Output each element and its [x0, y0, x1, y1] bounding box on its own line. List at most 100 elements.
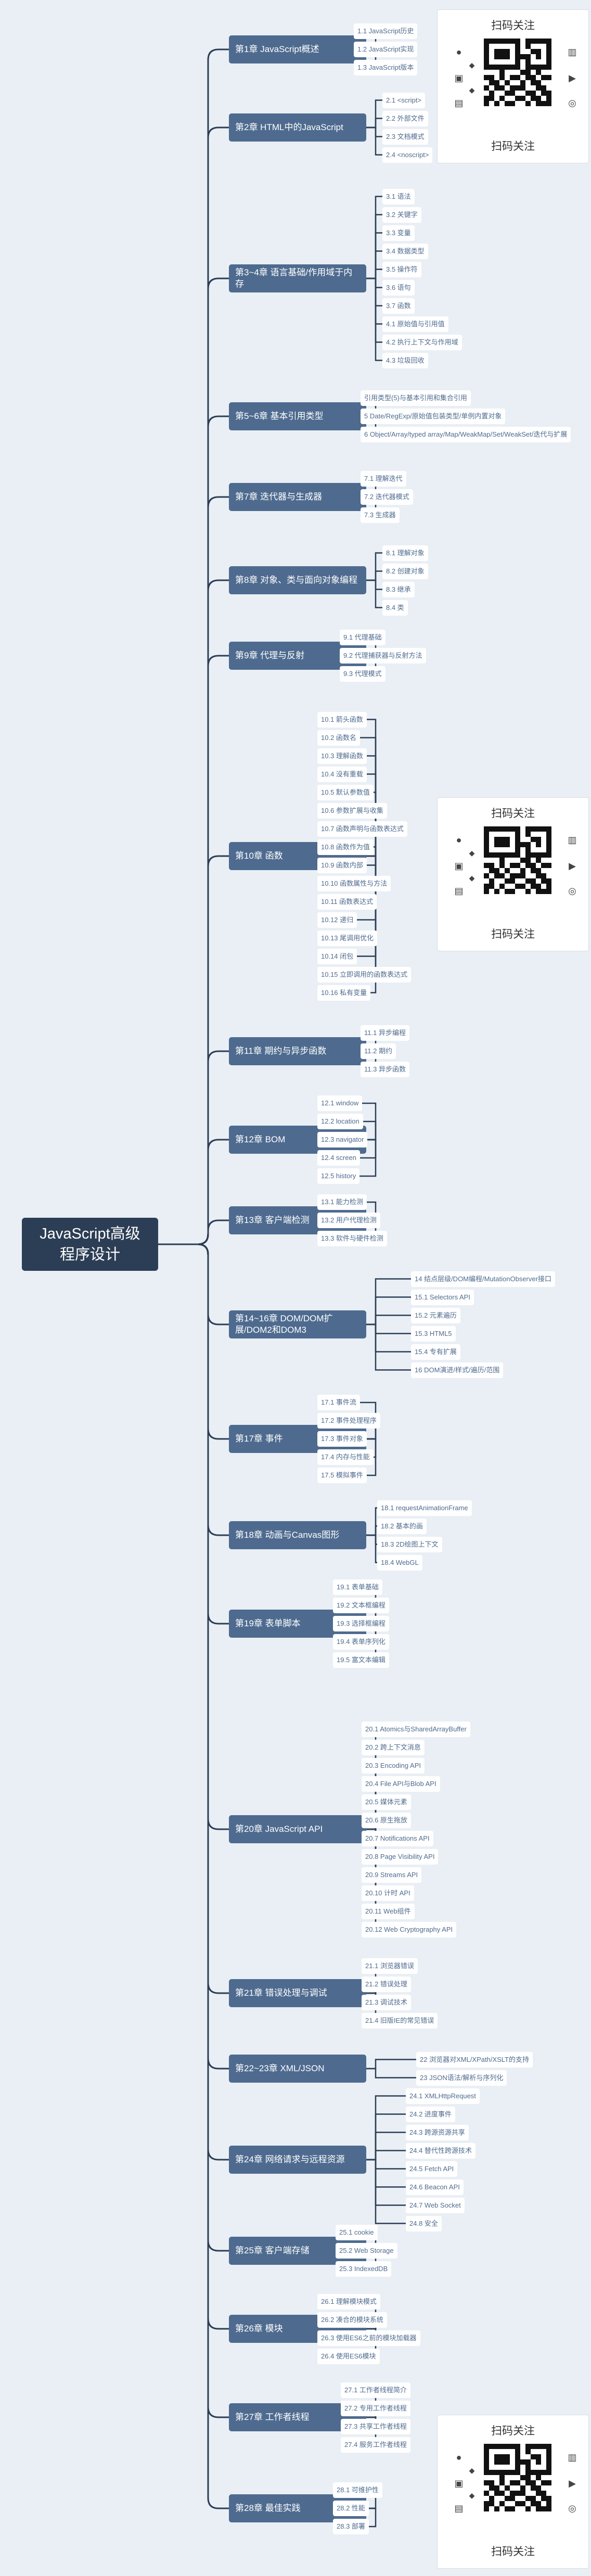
topic-leaf[interactable]: 15.2 元素遍历 — [411, 1307, 460, 1323]
topic-leaf[interactable]: 19.4 表单序列化 — [333, 1634, 389, 1650]
topic-leaf[interactable]: 13.1 能力检测 — [317, 1194, 367, 1210]
topic-leaf[interactable]: 12.3 navigator — [317, 1132, 368, 1147]
topic-leaf[interactable]: 20.9 Streams API — [362, 1867, 422, 1883]
topic-leaf[interactable]: 26.4 使用ES6模块 — [317, 2348, 380, 2364]
topic-leaf[interactable]: 28.1 可维护性 — [333, 2482, 382, 2498]
topic-leaf[interactable]: 20.4 File API与Blob API — [362, 1776, 440, 1792]
topic-leaf[interactable]: 20.12 Web Cryptography API — [362, 1921, 457, 1937]
topic-leaf[interactable]: 17.1 事件流 — [317, 1395, 360, 1410]
topic-leaf[interactable]: 18.3 2D绘图上下文 — [377, 1536, 442, 1552]
topic-leaf[interactable]: 20.2 跨上下文消息 — [362, 1739, 425, 1755]
topic-leaf[interactable]: 19.3 选择框编程 — [333, 1616, 389, 1631]
topic-leaf[interactable]: 9.1 代理基础 — [340, 630, 386, 645]
topic-leaf[interactable]: 13.3 软件与硬件检测 — [317, 1231, 387, 1246]
topic-leaf[interactable]: 12.1 window — [317, 1095, 363, 1111]
topic-leaf[interactable]: 10.5 默认参数值 — [317, 784, 374, 800]
topic-leaf[interactable]: 21.4 旧版IE的常见错误 — [362, 2012, 438, 2029]
topic-leaf[interactable]: 20.5 媒体元素 — [362, 1794, 411, 1810]
topic-leaf[interactable]: 20.10 计时 API — [362, 1885, 414, 1901]
chapter-node[interactable]: 第24章 网络请求与远程资源 — [229, 2146, 366, 2174]
topic-leaf[interactable]: 27.2 专用工作者线程 — [341, 2400, 410, 2416]
topic-leaf[interactable]: 27.3 共享工作者线程 — [341, 2418, 410, 2434]
topic-leaf[interactable]: 20.1 Atomics与SharedArrayBuffer — [362, 1721, 470, 1737]
topic-leaf[interactable]: 17.3 事件对象 — [317, 1431, 367, 1447]
topic-leaf[interactable]: 13.2 用户代理检测 — [317, 1213, 380, 1228]
topic-leaf[interactable]: 24.6 Beacon API — [406, 2179, 464, 2195]
topic-leaf[interactable]: 2.3 文档模式 — [382, 129, 428, 145]
topic-leaf[interactable]: 12.2 location — [317, 1114, 363, 1129]
topic-leaf[interactable]: 26.2 凑合的模块系统 — [317, 2312, 387, 2328]
topic-leaf[interactable]: 10.9 函数内部 — [317, 857, 367, 873]
topic-leaf[interactable]: 7.3 生成器 — [361, 507, 400, 523]
topic-leaf[interactable]: 11.1 异步编程 — [361, 1025, 409, 1041]
topic-leaf[interactable]: 4.2 执行上下文与作用域 — [382, 334, 462, 350]
topic-leaf[interactable]: 1.3 JavaScript版本 — [354, 60, 418, 75]
topic-leaf[interactable]: 18.2 基本的画 — [377, 1518, 427, 1534]
topic-leaf[interactable]: 20.8 Page Visibility API — [362, 1848, 439, 1865]
topic-leaf[interactable]: 11.3 异步函数 — [361, 1062, 409, 1077]
topic-leaf[interactable]: 3.4 数据类型 — [382, 243, 428, 259]
topic-leaf[interactable]: 18.4 WebGL — [377, 1554, 422, 1571]
topic-leaf[interactable]: 9.2 代理捕获器与反射方法 — [340, 648, 426, 664]
chapter-node[interactable]: 第14~16章 DOM/DOM扩展/DOM2和DOM3 — [229, 1310, 366, 1338]
topic-leaf[interactable]: 引用类型(5)与基本引用和集合引用 — [361, 390, 471, 406]
chapter-node[interactable]: 第20章 JavaScript API — [229, 1815, 366, 1843]
topic-leaf[interactable]: 28.3 部署 — [333, 2519, 369, 2534]
topic-leaf[interactable]: 7.1 理解迭代 — [361, 471, 406, 487]
topic-leaf[interactable]: 2.2 外部文件 — [382, 110, 428, 126]
topic-leaf[interactable]: 3.7 函数 — [382, 298, 415, 314]
topic-leaf[interactable]: 8.1 理解对象 — [382, 545, 428, 561]
chapter-node[interactable]: 第1章 JavaScript概述 — [229, 35, 366, 63]
chapter-node[interactable]: 第8章 对象、类与面向对象编程 — [229, 566, 366, 594]
topic-leaf[interactable]: 21.3 调试技术 — [362, 1994, 411, 2010]
topic-leaf[interactable]: 10.2 函数名 — [317, 730, 360, 746]
topic-leaf[interactable]: 4.3 垃圾回收 — [382, 352, 428, 368]
topic-leaf[interactable]: 24.7 Web Socket — [406, 2197, 465, 2213]
topic-leaf[interactable]: 10.14 闭包 — [317, 948, 357, 964]
topic-leaf[interactable]: 11.2 期约 — [361, 1043, 396, 1059]
topic-leaf[interactable]: 12.5 history — [317, 1168, 360, 1184]
topic-leaf[interactable]: 8.2 创建对象 — [382, 563, 428, 579]
topic-leaf[interactable]: 21.2 错误处理 — [362, 1976, 411, 1992]
topic-leaf[interactable]: 18.1 requestAnimationFrame — [377, 1500, 472, 1516]
topic-leaf[interactable]: 1.2 JavaScript实现 — [354, 42, 418, 57]
topic-leaf[interactable]: 10.12 递归 — [317, 912, 357, 928]
topic-leaf[interactable]: 3.2 关键字 — [382, 207, 421, 223]
topic-leaf[interactable]: 20.6 原生拖放 — [362, 1812, 411, 1828]
topic-leaf[interactable]: 10.4 没有重载 — [317, 766, 367, 782]
topic-leaf[interactable]: 4.1 原始值与引用值 — [382, 316, 448, 332]
topic-leaf[interactable]: 17.5 模拟事件 — [317, 1468, 367, 1483]
topic-leaf[interactable]: 24.1 XMLHttpRequest — [406, 2088, 480, 2104]
topic-leaf[interactable]: 24.2 进度事件 — [406, 2106, 455, 2122]
topic-leaf[interactable]: 10.3 理解函数 — [317, 748, 367, 764]
topic-leaf[interactable]: 3.6 语句 — [382, 279, 415, 296]
topic-leaf[interactable]: 10.6 参数扩展与收集 — [317, 802, 387, 819]
topic-leaf[interactable]: 24.4 替代性跨源技术 — [406, 2143, 476, 2159]
topic-leaf[interactable]: 3.3 变量 — [382, 225, 415, 241]
topic-leaf[interactable]: 24.3 跨源资源共享 — [406, 2124, 469, 2140]
chapter-node[interactable]: 第7章 迭代器与生成器 — [229, 483, 366, 511]
topic-leaf[interactable]: 17.2 事件处理程序 — [317, 1413, 380, 1429]
chapter-node[interactable]: 第18章 动画与Canvas图形 — [229, 1521, 366, 1549]
topic-leaf[interactable]: 3.1 语法 — [382, 188, 415, 205]
chapter-node[interactable]: 第2章 HTML中的JavaScript — [229, 113, 366, 142]
topic-leaf[interactable]: 21.1 浏览器错误 — [362, 1958, 418, 1974]
topic-leaf[interactable]: 1.1 JavaScript历史 — [354, 23, 418, 39]
chapter-node[interactable]: 第11章 期约与异步函数 — [229, 1037, 366, 1065]
topic-leaf[interactable]: 15.1 Selectors API — [411, 1289, 474, 1305]
topic-leaf[interactable]: 10.13 尾调用优化 — [317, 930, 378, 946]
topic-leaf[interactable]: 10.7 函数声明与函数表达式 — [317, 821, 407, 837]
topic-leaf[interactable]: 10.8 函数作为值 — [317, 839, 374, 855]
topic-leaf[interactable]: 2.1 <script> — [382, 92, 425, 108]
topic-leaf[interactable]: 27.1 工作者线程简介 — [341, 2382, 410, 2398]
topic-leaf[interactable]: 19.1 表单基础 — [333, 1579, 382, 1595]
chapter-node[interactable]: 第5~6章 基本引用类型 — [229, 402, 366, 430]
topic-leaf[interactable]: 7.2 迭代器模式 — [361, 489, 413, 505]
topic-leaf[interactable]: 8.4 类 — [382, 600, 408, 616]
topic-leaf[interactable]: 10.1 箭头函数 — [317, 711, 367, 728]
chapter-node[interactable]: 第3~4章 语言基础/作用域于内存 — [229, 264, 366, 292]
topic-leaf[interactable]: 10.15 立即调用的函数表达式 — [317, 966, 412, 983]
topic-leaf[interactable]: 12.4 screen — [317, 1150, 360, 1166]
topic-leaf[interactable]: 26.1 理解模块模式 — [317, 2293, 380, 2310]
topic-leaf[interactable]: 25.2 Web Storage — [336, 2243, 397, 2259]
